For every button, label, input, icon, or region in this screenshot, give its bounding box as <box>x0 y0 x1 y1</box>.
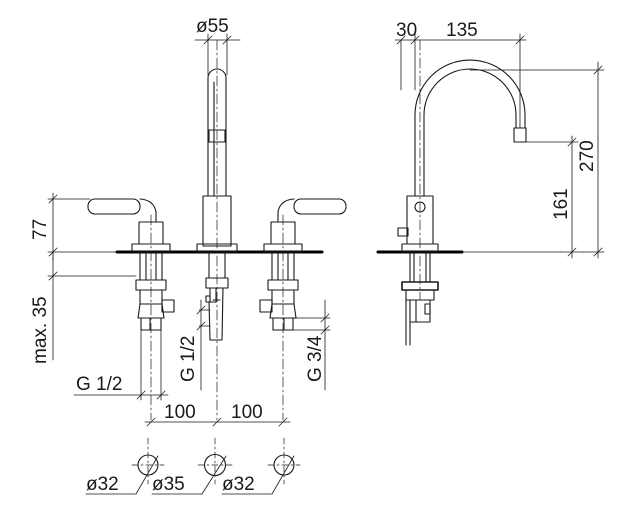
label-top-diameter: ø55 <box>196 16 229 37</box>
right-valve <box>259 198 347 331</box>
label-hole-left: ø32 <box>86 474 119 495</box>
dim-max-deck <box>47 251 137 361</box>
mounting-holes <box>85 437 301 495</box>
left-valve <box>87 198 175 331</box>
front-view <box>47 33 347 495</box>
label-hole-center: ø35 <box>152 474 185 495</box>
dim-thread-left <box>73 329 169 401</box>
dim-height-above-deck <box>47 192 119 261</box>
label-spacing-left: 100 <box>164 402 196 423</box>
dim-thread-right <box>272 299 331 391</box>
dim-reach <box>394 33 527 129</box>
centerlines <box>150 39 284 421</box>
dim-thread-center <box>196 299 211 391</box>
label-height-above-deck: 77 <box>30 219 51 240</box>
label-reach: 135 <box>446 20 478 41</box>
label-max-deck: max. 35 <box>30 296 51 364</box>
side-spout <box>397 59 527 346</box>
dim-spacing <box>144 417 291 427</box>
label-thread-right: G 3/4 <box>305 335 326 382</box>
label-spacing-right: 100 <box>231 402 263 423</box>
labels: ø55 77 max. 35 G 1/2 G 1/2 G 3/4 100 100… <box>30 16 598 495</box>
dim-outlet-height <box>461 135 605 259</box>
label-total-height: 270 <box>577 140 598 172</box>
label-thread-left: G 1/2 <box>76 374 122 395</box>
label-thread-center: G 1/2 <box>178 336 199 382</box>
label-outlet-height: 161 <box>551 188 572 220</box>
dim-top-diameter <box>194 33 241 76</box>
dim-total-height <box>469 61 605 259</box>
label-hole-right: ø32 <box>222 474 255 495</box>
side-view <box>376 33 605 346</box>
label-offset: 30 <box>396 20 417 41</box>
